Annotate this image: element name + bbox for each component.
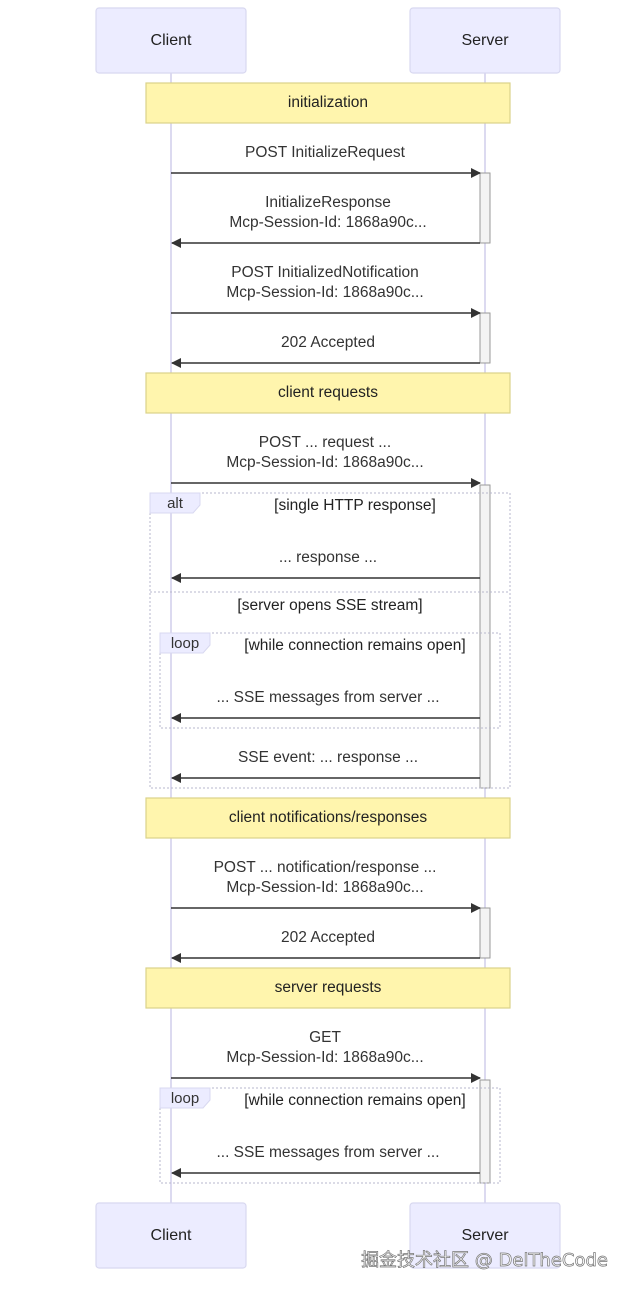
message-label: POST ... request ...: [259, 434, 391, 451]
message-label: InitializeResponse: [265, 194, 391, 211]
client-actor-top: Client: [95, 7, 247, 74]
note-server-requests-text: server requests: [275, 979, 382, 996]
loop-frame-2-border: [159, 1087, 501, 1184]
message-label: Mcp-Session-Id: 1868a90c...: [226, 879, 423, 896]
message-sse-event-response: SSE event: ... response ...: [171, 749, 480, 783]
message-label: ... SSE messages from server ...: [216, 689, 439, 706]
note-initialization: initialization: [145, 82, 511, 124]
alt-frame-condition: [single HTTP response]: [274, 497, 436, 514]
client-actor-label: Client: [151, 1227, 192, 1244]
note-server-requests: server requests: [145, 967, 511, 1009]
alt-else-condition: [server opens SSE stream]: [237, 597, 422, 614]
message-label: Mcp-Session-Id: 1868a90c...: [229, 214, 426, 231]
message-label: Mcp-Session-Id: 1868a90c...: [226, 1049, 423, 1066]
loop-frame-1-border: [159, 632, 501, 729]
message-initialized-notification: POST InitializedNotification Mcp-Session…: [171, 264, 481, 318]
message-sse-messages-2: ... SSE messages from server ...: [171, 1144, 480, 1178]
server-activation-2: [479, 312, 491, 364]
message-label: POST InitializedNotification: [231, 264, 419, 281]
loop-frame-2-label: loop: [171, 1090, 199, 1107]
message-label: 202 Accepted: [281, 334, 375, 351]
note-client-requests: client requests: [145, 372, 511, 414]
message-response: ... response ...: [171, 549, 480, 583]
server-activation-5: [479, 1079, 491, 1184]
message-get: GET Mcp-Session-Id: 1868a90c...: [171, 1029, 481, 1083]
message-label: POST ... notification/response ...: [214, 859, 437, 876]
loop-frame-2-tab: [159, 1087, 211, 1109]
message-accepted-1: 202 Accepted: [171, 334, 480, 368]
loop-frame-2: loop [while connection remains open]: [159, 1087, 501, 1184]
message-post-request: POST ... request ... Mcp-Session-Id: 186…: [171, 434, 481, 488]
message-label: 202 Accepted: [281, 929, 375, 946]
message-label: ... SSE messages from server ...: [216, 1144, 439, 1161]
loop-frame-1-condition: [while connection remains open]: [244, 637, 465, 654]
watermark-text: 掘金技术社区 @ DelTheCode: [361, 1250, 608, 1271]
message-label: SSE event: ... response ...: [238, 749, 418, 766]
loop-frame-2-condition: [while connection remains open]: [244, 1092, 465, 1109]
message-accepted-2: 202 Accepted: [171, 929, 480, 963]
server-actor-bottom: Server: [409, 1202, 561, 1269]
alt-frame-tab: [149, 492, 201, 514]
client-actor-label: Client: [151, 32, 192, 49]
message-sse-messages-1: ... SSE messages from server ...: [171, 689, 480, 723]
message-initialize-request: POST InitializeRequest: [171, 144, 481, 178]
message-label: ... response ...: [279, 549, 377, 566]
note-client-notifications-text: client notifications/responses: [229, 809, 427, 826]
message-label: GET: [309, 1029, 341, 1046]
server-actor-top: Server: [409, 7, 561, 74]
loop-frame-1: loop [while connection remains open]: [159, 632, 501, 729]
message-label: Mcp-Session-Id: 1868a90c...: [226, 454, 423, 471]
note-client-requests-text: client requests: [278, 384, 378, 401]
client-actor-bottom: Client: [95, 1202, 247, 1269]
alt-frame-border: [149, 492, 511, 789]
alt-frame: alt [single HTTP response] [server opens…: [149, 492, 511, 789]
note-initialization-text: initialization: [288, 94, 368, 111]
alt-frame-label: alt: [167, 495, 184, 512]
server-actor-label: Server: [461, 32, 509, 49]
message-label: Mcp-Session-Id: 1868a90c...: [226, 284, 423, 301]
message-post-notification: POST ... notification/response ... Mcp-S…: [171, 859, 481, 913]
message-label: POST InitializeRequest: [245, 144, 406, 161]
server-actor-label: Server: [461, 1227, 509, 1244]
message-initialize-response: InitializeResponse Mcp-Session-Id: 1868a…: [171, 194, 480, 248]
server-activation-3: [479, 484, 491, 789]
server-activation-4: [479, 907, 491, 959]
server-activation-1: [479, 172, 491, 244]
loop-frame-1-label: loop: [171, 635, 199, 652]
loop-frame-1-tab: [159, 632, 211, 654]
note-client-notifications: client notifications/responses: [145, 797, 511, 839]
